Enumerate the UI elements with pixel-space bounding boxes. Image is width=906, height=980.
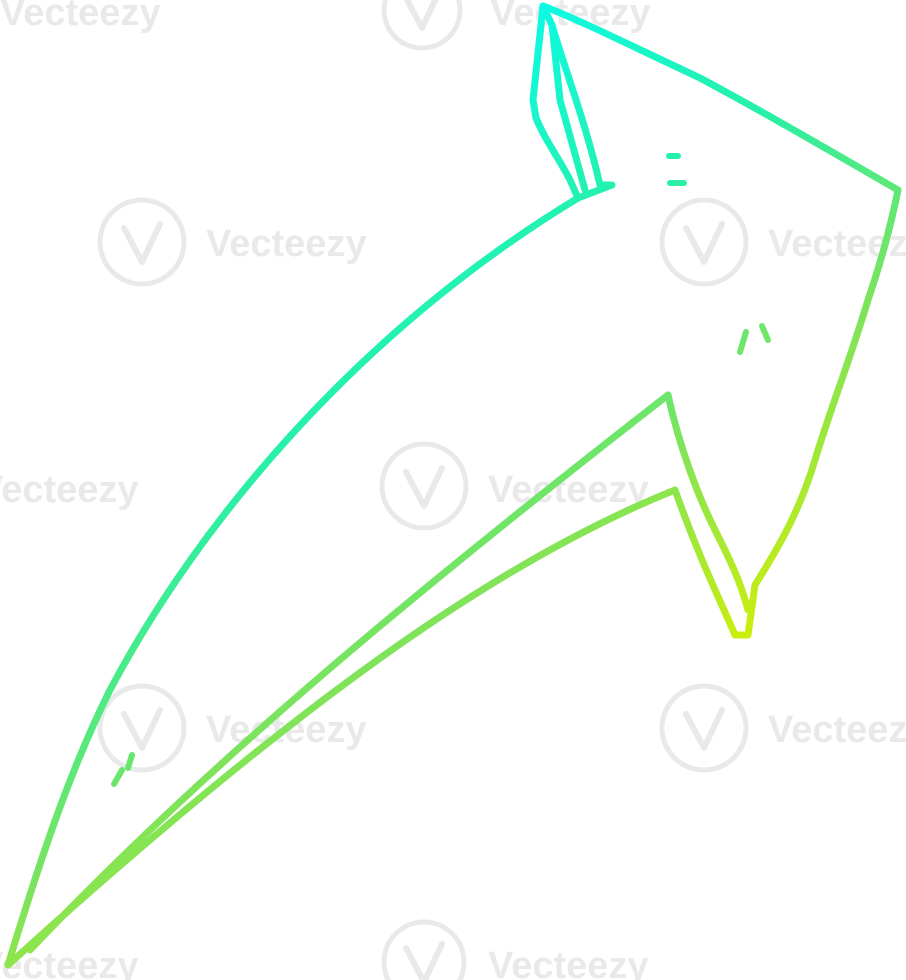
watermark-logo-icon (659, 683, 749, 773)
watermark-text: Vecteezy (0, 469, 139, 511)
watermark-logo-icon (97, 683, 187, 773)
watermark-logo-icon (379, 441, 469, 531)
watermark-logo-icon (97, 197, 187, 287)
watermark-logo-icon (659, 197, 749, 287)
watermark-text: Vecteezy (488, 945, 649, 980)
watermark-text: Vecteezy (0, 0, 161, 34)
highlight-tick (737, 329, 749, 355)
arrow-inner-tail-line (26, 391, 672, 954)
watermark-text: Vecteezy (768, 709, 906, 751)
watermark-logo-icon (381, 919, 467, 980)
highlight-tick (111, 767, 125, 787)
watermark-logo-icon (381, 0, 463, 51)
arrowhead-back-line (548, 21, 589, 194)
arrow-lower-barb-line (664, 391, 752, 614)
arrow-outline (4, 2, 902, 969)
watermark-text: Vecteezy (206, 223, 367, 265)
curved-arrow-icon (4, 2, 902, 969)
highlight-tick (759, 323, 771, 343)
highlight-tick (125, 752, 135, 771)
